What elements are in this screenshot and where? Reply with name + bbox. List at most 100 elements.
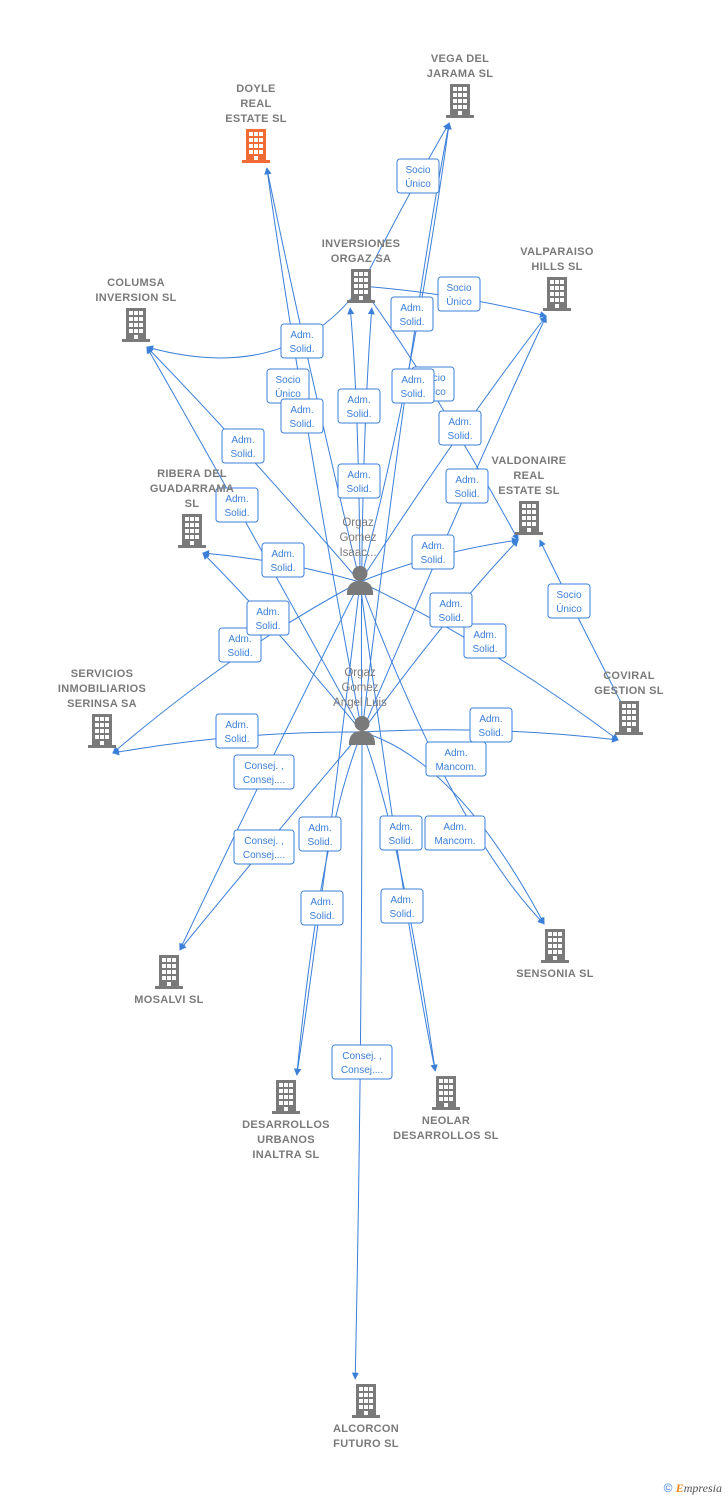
edge-label-angel-vega[interactable]: Adm.Solid. bbox=[390, 296, 434, 332]
company-name-line: VEGA DEL bbox=[431, 53, 489, 65]
edge-label-line: Único bbox=[275, 387, 301, 400]
edge-label-line: Solid. bbox=[399, 317, 424, 328]
building-icon bbox=[615, 701, 643, 735]
edge-label-isaac-ribera[interactable]: Adm.Solid. bbox=[261, 542, 305, 578]
edge-label-angel-alcorcon[interactable]: Consej. ,Consej.... bbox=[331, 1044, 393, 1080]
edge-angel-desarrollos bbox=[293, 731, 363, 1076]
edge-label-angel-doyle[interactable]: Adm.Solid. bbox=[280, 398, 324, 434]
person-isaac[interactable]: OrgazGomezIsaac... bbox=[339, 517, 377, 595]
edge-label-isaac-inversiones[interactable]: Adm.Solid. bbox=[337, 388, 381, 424]
edge-label-angel-coviral[interactable]: Adm.Solid. bbox=[469, 707, 513, 743]
edge-label-angel-neolar[interactable]: Adm.Solid. bbox=[379, 815, 423, 851]
edge-label-line: Solid. bbox=[309, 911, 334, 922]
edge-label-line: Solid. bbox=[230, 449, 255, 460]
edge-label-angel-sensonia[interactable]: Adm.Mancom. bbox=[425, 741, 487, 777]
edge-label-isaac-sensonia[interactable]: Adm.Mancom. bbox=[424, 815, 486, 851]
edge-label-angel-columsa[interactable]: Adm.Solid. bbox=[215, 487, 259, 523]
edge-label-angel-mosalvi[interactable]: Consej. ,Consej.... bbox=[233, 829, 295, 865]
edge-label-angel-desarrollos[interactable]: Adm. Solid. bbox=[298, 816, 342, 852]
edge-label-line: Solid. bbox=[255, 621, 280, 632]
edge-label-isaac-columsa[interactable]: Adm.Solid. bbox=[221, 428, 265, 464]
edge-label-line: Socio bbox=[556, 590, 581, 601]
copyright-icon: © bbox=[663, 1481, 673, 1495]
edge-label-line: Único bbox=[405, 177, 431, 190]
edge-label-isaac-mosalvi[interactable]: Consej. ,Consej.... bbox=[233, 754, 295, 790]
company-name-line: VALDONAIRE bbox=[492, 455, 567, 467]
company-name-line: INVERSION SL bbox=[95, 292, 176, 304]
company-name-line: GESTION SL bbox=[594, 685, 664, 697]
edge-label-line: Adm. bbox=[421, 541, 444, 552]
edge-label-line: Adm. bbox=[310, 897, 333, 908]
edge-label-isaac-valparaiso[interactable]: Adm.Solid. bbox=[438, 410, 482, 446]
edge-label-isaac-desarrollos[interactable]: Adm. Solid. bbox=[300, 890, 344, 926]
edge-angel-inversiones bbox=[360, 307, 375, 733]
building-icon bbox=[446, 84, 474, 118]
edge-label-isaac-servicios[interactable]: Adm.Solid. bbox=[218, 627, 262, 663]
empresia-logo[interactable]: Empresia bbox=[675, 1481, 722, 1495]
edge-label-isaac-neolar[interactable]: Adm. Solid. bbox=[380, 888, 424, 924]
company-name-line: SERVICIOS bbox=[71, 668, 133, 680]
person-name-line: Orgaz bbox=[344, 667, 376, 679]
edge-label-angel-inversiones[interactable]: Adm.Solid. bbox=[337, 463, 381, 499]
building-icon bbox=[272, 1080, 300, 1114]
building-icon bbox=[352, 1384, 380, 1418]
edge-angel-sensonia bbox=[361, 731, 545, 925]
building-icon bbox=[543, 277, 571, 311]
company-name-line: DESARROLLOS SL bbox=[393, 1130, 499, 1142]
edge-label-line: Solid. bbox=[307, 837, 332, 848]
edge-label-angel-valparaiso[interactable]: Adm.Solid. bbox=[445, 468, 489, 504]
building-icon bbox=[347, 269, 375, 303]
company-mosalvi[interactable]: MOSALVI SL bbox=[134, 955, 203, 1006]
edge-angel-neolar bbox=[361, 731, 438, 1072]
edge-label-angel-servicios[interactable]: Adm.Solid. bbox=[215, 713, 259, 749]
company-name-line: INALTRA SL bbox=[252, 1149, 319, 1161]
edge-label-angel-ribera[interactable]: Adm. Solid. bbox=[246, 600, 290, 636]
building-icon bbox=[432, 1076, 460, 1110]
edge-label-isaac-coviral[interactable]: Adm.Solid. bbox=[463, 623, 507, 659]
company-sensonia[interactable]: SENSONIA SL bbox=[516, 929, 593, 980]
edge-label-angel-valdonaire[interactable]: Adm.Solid. bbox=[429, 592, 473, 628]
edge-label-line: Adm. bbox=[390, 895, 413, 906]
edge-label-line: Adm. bbox=[256, 607, 279, 618]
edge-label-isaac-valdonaire[interactable]: Adm.Solid. bbox=[411, 534, 455, 570]
edge-label-line: Solid. bbox=[224, 734, 249, 745]
company-name-line: SL bbox=[185, 498, 200, 510]
person-name-line: Angel Luis bbox=[333, 697, 387, 709]
edge-label-line: Adm. bbox=[290, 330, 313, 341]
edge-label-isaac-doyle[interactable]: Adm.Solid. bbox=[280, 323, 324, 359]
company-name-line: DOYLE bbox=[236, 83, 275, 95]
company-name-line: REAL bbox=[513, 470, 544, 482]
edge-label-line: Consej.... bbox=[243, 775, 285, 786]
edge-label-line: Solid. bbox=[289, 419, 314, 430]
edge-label-line: Solid. bbox=[346, 484, 371, 495]
building-icon bbox=[541, 929, 569, 963]
edge-label-line: Solid. bbox=[400, 389, 425, 400]
company-name-line: URBANOS bbox=[257, 1134, 315, 1146]
company-name-line: ORGAZ SA bbox=[331, 253, 391, 265]
edge-label-isaac-vega[interactable]: Adm.Solid. bbox=[391, 368, 435, 404]
edge-label-line: Solid. bbox=[389, 909, 414, 920]
person-name-line: Isaac... bbox=[339, 547, 376, 559]
edge-label-line: Adm. bbox=[308, 823, 331, 834]
edge-label-line: Solid. bbox=[270, 563, 295, 574]
edge-angel-columsa bbox=[146, 346, 363, 733]
edge-label-line: Adm. bbox=[455, 475, 478, 486]
